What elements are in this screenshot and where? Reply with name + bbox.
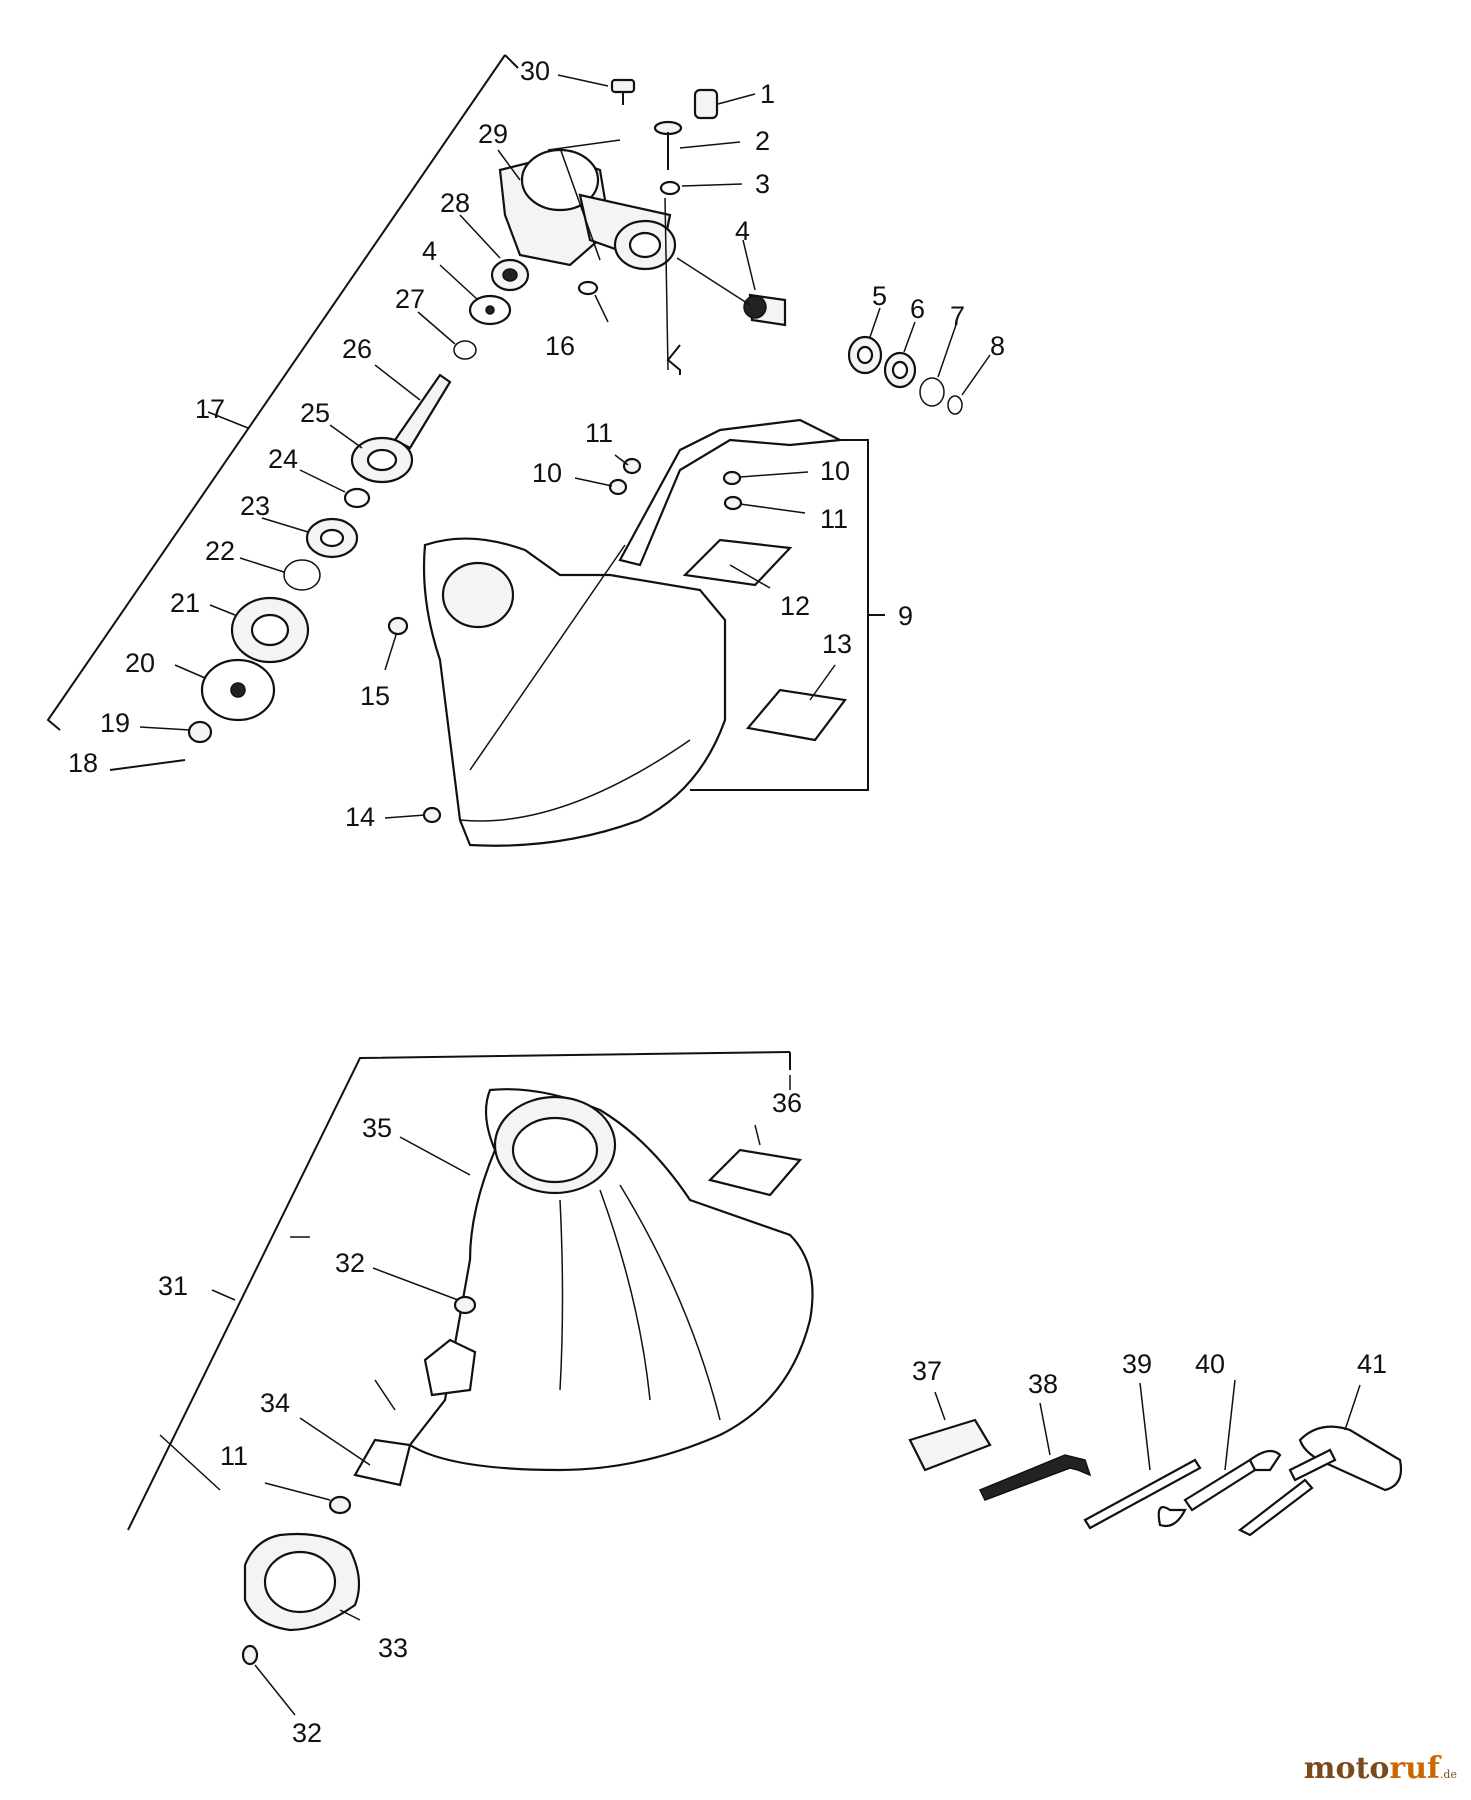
callout-32a: 32 bbox=[335, 1248, 365, 1278]
callout-35: 35 bbox=[362, 1113, 392, 1143]
callout-25: 25 bbox=[300, 398, 330, 428]
label-13 bbox=[745, 688, 847, 742]
label-12 bbox=[682, 538, 793, 587]
bolt-32a bbox=[453, 1295, 477, 1315]
group-bracket-31 bbox=[127, 1051, 791, 1531]
callout-11a: 11 bbox=[585, 418, 613, 448]
callout-37: 37 bbox=[912, 1356, 942, 1386]
callout-3: 3 bbox=[755, 169, 770, 199]
callout-38: 38 bbox=[1028, 1369, 1058, 1399]
callout-4: 4 bbox=[735, 216, 750, 246]
screw-1 bbox=[693, 88, 719, 120]
callout-16: 16 bbox=[545, 331, 575, 361]
watermark-logo: motoruf.de bbox=[1304, 1751, 1457, 1786]
bearing-5 bbox=[847, 335, 883, 375]
washer-3 bbox=[659, 180, 681, 196]
guard-bracket-9 bbox=[618, 344, 844, 567]
callout-14: 14 bbox=[345, 802, 375, 832]
watermark-brand-accent: ruf bbox=[1389, 1751, 1440, 1786]
bolt-2 bbox=[653, 120, 683, 170]
callout-27: 27 bbox=[395, 284, 425, 314]
circlip-7 bbox=[919, 377, 945, 407]
ring-27 bbox=[453, 340, 477, 360]
callout-11b: 11 bbox=[820, 504, 848, 534]
grass-guard-upper bbox=[422, 537, 727, 847]
callout-21: 21 bbox=[170, 588, 200, 618]
holder-21 bbox=[230, 596, 310, 664]
callout-39: 39 bbox=[1122, 1349, 1152, 1379]
callout-24: 24 bbox=[268, 444, 298, 474]
callout-30: 30 bbox=[520, 56, 550, 86]
callout-19: 19 bbox=[100, 708, 130, 738]
grass-guard-lower-35 bbox=[408, 1088, 814, 1472]
pin-18 bbox=[109, 759, 186, 771]
callout-2: 2 bbox=[755, 126, 770, 156]
group-bracket-17 bbox=[46, 54, 506, 731]
seal-6 bbox=[883, 351, 917, 389]
callout-15: 15 bbox=[360, 681, 390, 711]
bolt-32b bbox=[241, 1644, 259, 1666]
callout-32b: 32 bbox=[292, 1718, 322, 1748]
nut-10a bbox=[608, 478, 628, 496]
nut-11b bbox=[723, 495, 743, 511]
ring-22 bbox=[283, 559, 321, 591]
callout-28: 28 bbox=[440, 188, 470, 218]
callout-5: 5 bbox=[872, 281, 887, 311]
bearing-25 bbox=[350, 436, 414, 484]
callout-12: 12 bbox=[780, 591, 810, 621]
callout-4b: 4 bbox=[422, 236, 437, 266]
shaft-26 bbox=[393, 373, 452, 450]
nut-11c bbox=[328, 1495, 352, 1515]
plate-20 bbox=[200, 658, 276, 722]
callout-10b: 10 bbox=[820, 456, 850, 486]
tool-pouch-37 bbox=[908, 1418, 992, 1472]
nut-19 bbox=[187, 720, 213, 744]
callout-36: 36 bbox=[772, 1088, 802, 1118]
wrench-40 bbox=[1157, 1449, 1282, 1528]
callout-33: 33 bbox=[378, 1633, 408, 1663]
washer-16 bbox=[577, 280, 599, 296]
callout-29: 29 bbox=[478, 119, 508, 149]
callout-18: 18 bbox=[68, 748, 98, 778]
nut-11a bbox=[622, 457, 642, 475]
hex-key-38 bbox=[978, 1454, 1092, 1501]
label-36 bbox=[707, 1148, 803, 1197]
spark-plug-wrench-41 bbox=[1237, 1425, 1403, 1537]
ring-8 bbox=[947, 395, 963, 415]
callout-1: 1 bbox=[760, 79, 775, 109]
bolt-15 bbox=[387, 616, 409, 636]
bolt-14 bbox=[422, 806, 442, 824]
gear-head-29 bbox=[498, 148, 677, 271]
callout-31: 31 bbox=[158, 1271, 188, 1301]
callout-41: 41 bbox=[1357, 1349, 1387, 1379]
watermark-brand-tld: .de bbox=[1439, 1768, 1457, 1781]
bolt-30 bbox=[610, 78, 636, 105]
callout-6: 6 bbox=[910, 294, 925, 324]
bearing-23 bbox=[305, 517, 359, 559]
callout-22: 22 bbox=[205, 536, 235, 566]
callout-11c: 11 bbox=[220, 1441, 248, 1471]
collar-24 bbox=[343, 487, 371, 509]
rod-39 bbox=[1083, 1458, 1202, 1530]
plate-33 bbox=[243, 1532, 361, 1632]
callout-20: 20 bbox=[125, 648, 155, 678]
callout-40: 40 bbox=[1195, 1349, 1225, 1379]
callout-13: 13 bbox=[822, 629, 852, 659]
callout-10a: 10 bbox=[532, 458, 562, 488]
callout-17: 17 bbox=[195, 394, 225, 424]
washer-4b bbox=[468, 294, 512, 326]
plate-34 bbox=[353, 1438, 412, 1487]
nut-10b bbox=[722, 470, 742, 486]
callout-26: 26 bbox=[342, 334, 372, 364]
callout-7: 7 bbox=[950, 301, 965, 331]
bearing-28 bbox=[490, 258, 530, 292]
callout-9: 9 bbox=[898, 601, 913, 631]
watermark-brand-main: moto bbox=[1303, 1751, 1390, 1786]
callout-8: 8 bbox=[990, 331, 1005, 361]
callout-34: 34 bbox=[260, 1388, 290, 1418]
pinion-4 bbox=[743, 293, 787, 327]
callout-23: 23 bbox=[240, 491, 270, 521]
